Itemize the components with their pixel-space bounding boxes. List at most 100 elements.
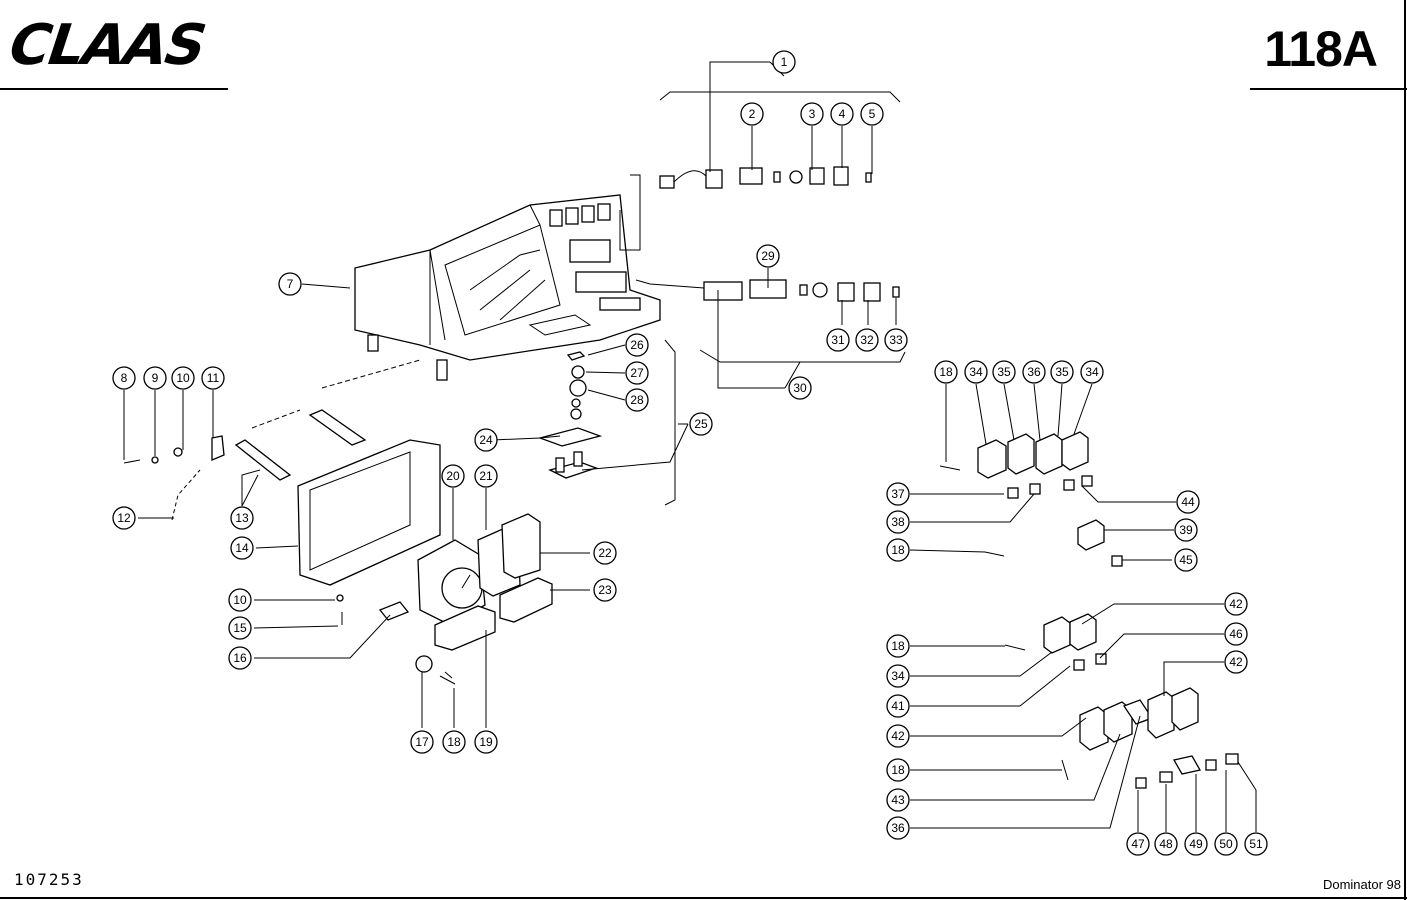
callout-2: 2 xyxy=(740,102,764,126)
callout-25: 25 xyxy=(689,412,713,436)
svg-text:41: 41 xyxy=(891,699,905,713)
callout-14: 14 xyxy=(230,536,254,560)
svg-text:26: 26 xyxy=(630,338,644,352)
right-switch-group-lower xyxy=(1004,613,1239,789)
callout-4: 4 xyxy=(830,102,854,126)
callout-group: 1 2 3 4 5 7 29 31 32 33 30 26 27 28 24 2… xyxy=(112,50,1268,856)
svg-text:2: 2 xyxy=(749,107,756,121)
svg-text:33: 33 xyxy=(889,333,903,347)
callout-34-c: 34 xyxy=(886,664,910,688)
model-name: Dominator 98 xyxy=(1322,877,1401,892)
callout-20: 20 xyxy=(441,464,465,488)
svg-text:45: 45 xyxy=(1179,553,1193,567)
callout-16: 16 xyxy=(228,646,252,670)
svg-text:21: 21 xyxy=(479,469,493,483)
svg-text:19: 19 xyxy=(479,735,493,749)
callout-12: 12 xyxy=(112,506,136,530)
frame-right-edge xyxy=(1404,0,1406,900)
svg-text:15: 15 xyxy=(233,621,247,635)
callout-36-b: 36 xyxy=(886,816,910,840)
callout-43: 43 xyxy=(886,788,910,812)
svg-text:31: 31 xyxy=(831,333,845,347)
svg-text:28: 28 xyxy=(630,393,644,407)
callout-17: 17 xyxy=(410,730,434,754)
callout-34-a: 34 xyxy=(964,360,988,384)
middle-switch-assembly xyxy=(703,279,900,302)
svg-text:35: 35 xyxy=(997,365,1011,379)
callout-42-c: 42 xyxy=(886,724,910,748)
svg-text:30: 30 xyxy=(793,381,807,395)
callout-8: 8 xyxy=(112,366,136,390)
callout-13: 13 xyxy=(230,506,254,530)
svg-text:8: 8 xyxy=(121,371,128,385)
leader-lines xyxy=(123,61,1257,832)
svg-text:47: 47 xyxy=(1131,837,1145,851)
callout-5: 5 xyxy=(860,102,884,126)
svg-text:1: 1 xyxy=(781,55,788,69)
svg-text:42: 42 xyxy=(1229,655,1243,669)
callout-3: 3 xyxy=(800,102,824,126)
svg-text:10: 10 xyxy=(176,371,190,385)
svg-text:36: 36 xyxy=(891,821,905,835)
callout-18-right-c: 18 xyxy=(886,634,910,658)
callout-30: 30 xyxy=(788,376,812,400)
callout-23: 23 xyxy=(593,578,617,602)
svg-text:27: 27 xyxy=(630,366,644,380)
svg-text:5: 5 xyxy=(869,107,876,121)
callout-42-a: 42 xyxy=(1224,592,1248,616)
callout-9: 9 xyxy=(143,366,167,390)
svg-text:34: 34 xyxy=(1085,365,1099,379)
callout-28: 28 xyxy=(625,388,649,412)
svg-text:36: 36 xyxy=(1027,365,1041,379)
svg-text:38: 38 xyxy=(891,515,905,529)
callout-18-bottom: 18 xyxy=(442,730,466,754)
svg-text:9: 9 xyxy=(152,371,159,385)
callout-34-b: 34 xyxy=(1080,360,1104,384)
callout-32: 32 xyxy=(855,328,879,352)
dashboard-housing xyxy=(354,194,661,381)
page-code: 118A xyxy=(1264,21,1378,77)
svg-text:42: 42 xyxy=(891,729,905,743)
callout-19: 19 xyxy=(474,730,498,754)
callout-11: 11 xyxy=(201,366,225,390)
svg-text:23: 23 xyxy=(598,583,612,597)
callout-18-right-a: 18 xyxy=(934,360,958,384)
svg-text:48: 48 xyxy=(1159,837,1173,851)
drawing-number: 107253 xyxy=(14,870,84,889)
svg-text:29: 29 xyxy=(761,249,775,263)
svg-text:17: 17 xyxy=(415,735,429,749)
svg-text:49: 49 xyxy=(1189,837,1203,851)
svg-text:4: 4 xyxy=(839,107,846,121)
svg-text:35: 35 xyxy=(1055,365,1069,379)
svg-text:14: 14 xyxy=(235,541,249,555)
svg-text:18: 18 xyxy=(447,735,461,749)
callout-44: 44 xyxy=(1176,490,1200,514)
svg-text:11: 11 xyxy=(207,371,220,385)
svg-text:18: 18 xyxy=(891,763,905,777)
svg-text:32: 32 xyxy=(860,333,874,347)
svg-text:13: 13 xyxy=(235,511,249,525)
svg-text:46: 46 xyxy=(1229,627,1243,641)
header-rule-right xyxy=(1250,88,1407,90)
callout-39: 39 xyxy=(1174,518,1198,542)
claas-logo: CLAAS xyxy=(8,14,214,74)
callout-41: 41 xyxy=(886,694,910,718)
header-rule-left xyxy=(0,88,228,90)
svg-text:CLAAS: CLAAS xyxy=(8,14,214,74)
callout-33: 33 xyxy=(884,328,908,352)
svg-text:34: 34 xyxy=(891,669,905,683)
right-switch-group-upper xyxy=(939,431,1123,567)
callout-36-a: 36 xyxy=(1022,360,1046,384)
callout-38: 38 xyxy=(886,510,910,534)
callout-37: 37 xyxy=(886,482,910,506)
callout-24: 24 xyxy=(474,428,498,452)
svg-text:7: 7 xyxy=(287,277,294,291)
callout-48: 48 xyxy=(1154,832,1178,856)
wiring-harness xyxy=(171,359,421,521)
callout-7: 7 xyxy=(278,272,302,296)
svg-text:25: 25 xyxy=(694,417,708,431)
callout-18-right-b: 18 xyxy=(886,538,910,562)
callout-1: 1 xyxy=(772,50,796,74)
